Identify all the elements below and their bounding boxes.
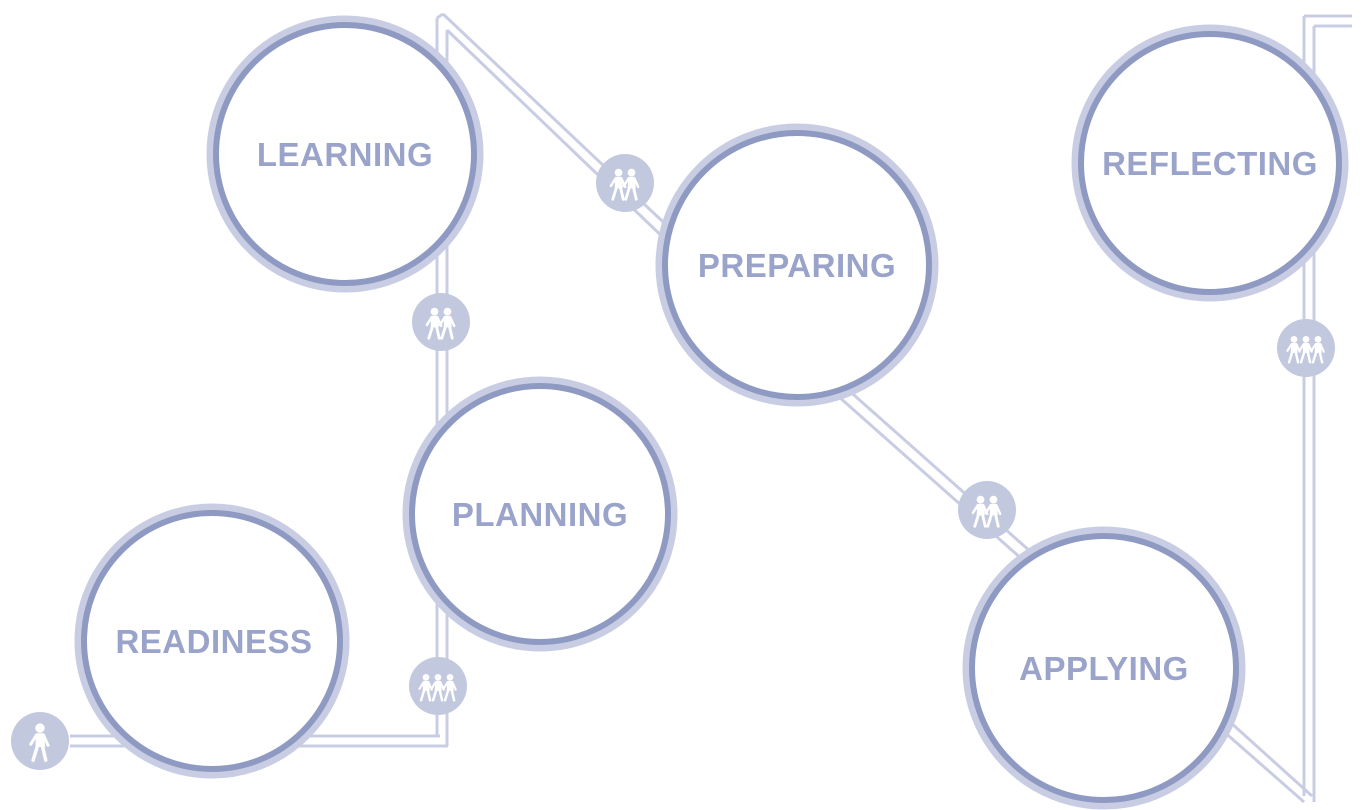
stage-label-planning: PLANNING	[452, 496, 628, 533]
stage-label-learning: LEARNING	[257, 136, 433, 173]
track-segment-to-applying	[837, 386, 1041, 570]
stage-label-reflecting: REFLECTING	[1102, 145, 1318, 182]
stage-label-applying: APPLYING	[1019, 650, 1189, 687]
walking-group-icon	[409, 657, 467, 715]
stage-label-readiness: READINESS	[115, 623, 312, 660]
stage-label-preparing: PREPARING	[698, 247, 896, 284]
stage-applying: APPLYING	[962, 526, 1246, 810]
walking-group-icon	[1277, 319, 1335, 377]
stage-preparing: PREPARING	[655, 123, 939, 407]
walking-pair-icon	[596, 154, 654, 212]
stage-readiness: READINESS	[74, 503, 350, 779]
stage-learning: LEARNING	[206, 15, 484, 293]
walking-person-icon	[11, 712, 69, 770]
stage-planning: PLANNING	[402, 376, 678, 652]
walking-pair-icon	[412, 293, 470, 351]
walking-pair-icon	[958, 481, 1016, 539]
stage-reflecting: REFLECTING	[1071, 24, 1349, 302]
